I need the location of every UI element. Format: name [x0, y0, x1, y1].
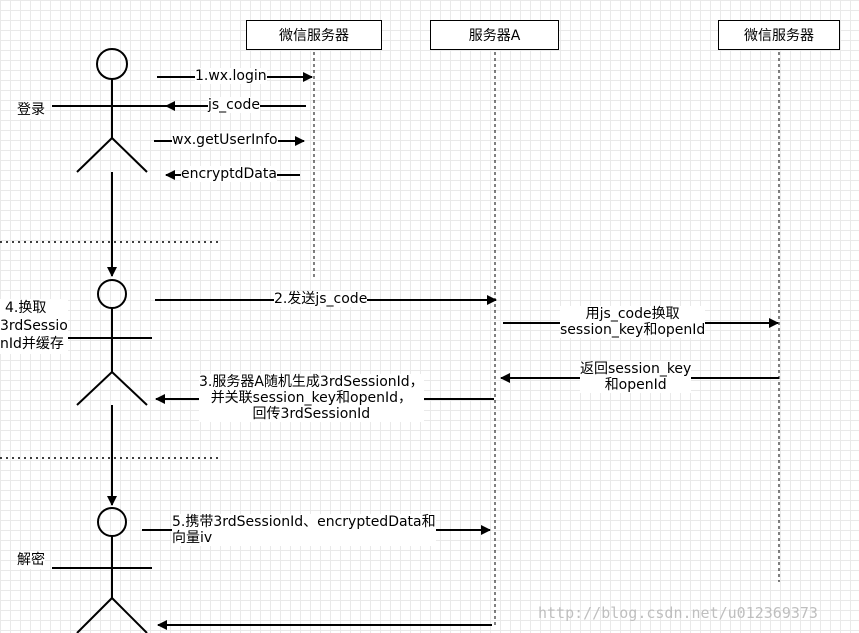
message-label-generate-line1: 3.服务器A随机生成3rdSessionId， — [199, 374, 424, 390]
participant-server-a: 服务器A — [430, 20, 559, 50]
user-actor-1 — [52, 48, 172, 173]
message-label-generate-line3: 回传3rdSessionId — [252, 406, 371, 423]
message-label-exchange: 用js_code换取 session_key和openId — [560, 306, 706, 339]
message-label-exchange-line2: session_key和openId — [560, 322, 706, 339]
message-label-return-session-line2: 和openId — [604, 377, 667, 394]
message-label-wx-login: 1.wx.login — [195, 68, 267, 85]
message-label-return-session: 返回session_key 和openId — [580, 361, 692, 394]
participant-wechat-server-right: 微信服务器 — [718, 20, 840, 50]
message-label-generate-session-id: 3.服务器A随机生成3rdSessionId， 并关联session_key和o… — [199, 374, 424, 423]
section-label-swap: 4.换取 3rdSessio nId并缓存 — [0, 299, 68, 354]
user-actor-3 — [52, 507, 152, 633]
section-label-swap-line3: nId并缓存 — [0, 336, 64, 353]
message-label-exchange-line1: 用js_code换取 — [585, 306, 680, 322]
message-label-send-js-code: 2.发送js_code — [274, 291, 368, 308]
section-label-swap-line1: 4.换取 — [5, 300, 47, 316]
message-label-get-user-info: wx.getUserInfo — [172, 132, 278, 149]
message-label-carry-data: 5.携带3rdSessionId、encryptedData和 向量iv — [172, 514, 436, 547]
message-label-encrypted-data: encryptdData — [181, 166, 277, 183]
message-label-carry-line1: 5.携带3rdSessionId、encryptedData和 — [172, 514, 436, 530]
message-label-return-session-line1: 返回session_key — [580, 361, 692, 377]
section-label-decrypt: 解密 — [17, 551, 45, 570]
message-label-js-code: js_code — [208, 97, 260, 114]
section-label-login: 登录 — [17, 101, 45, 120]
watermark: http://blog.csdn.net/u012369373 — [538, 604, 818, 622]
participant-wechat-server-left: 微信服务器 — [246, 20, 382, 50]
message-label-carry-line2: 向量iv — [172, 530, 213, 547]
section-label-swap-line2: 3rdSessio — [0, 318, 68, 335]
message-label-generate-line2: 并关联session_key和openId， — [210, 390, 412, 407]
user-actor-2 — [52, 279, 152, 406]
